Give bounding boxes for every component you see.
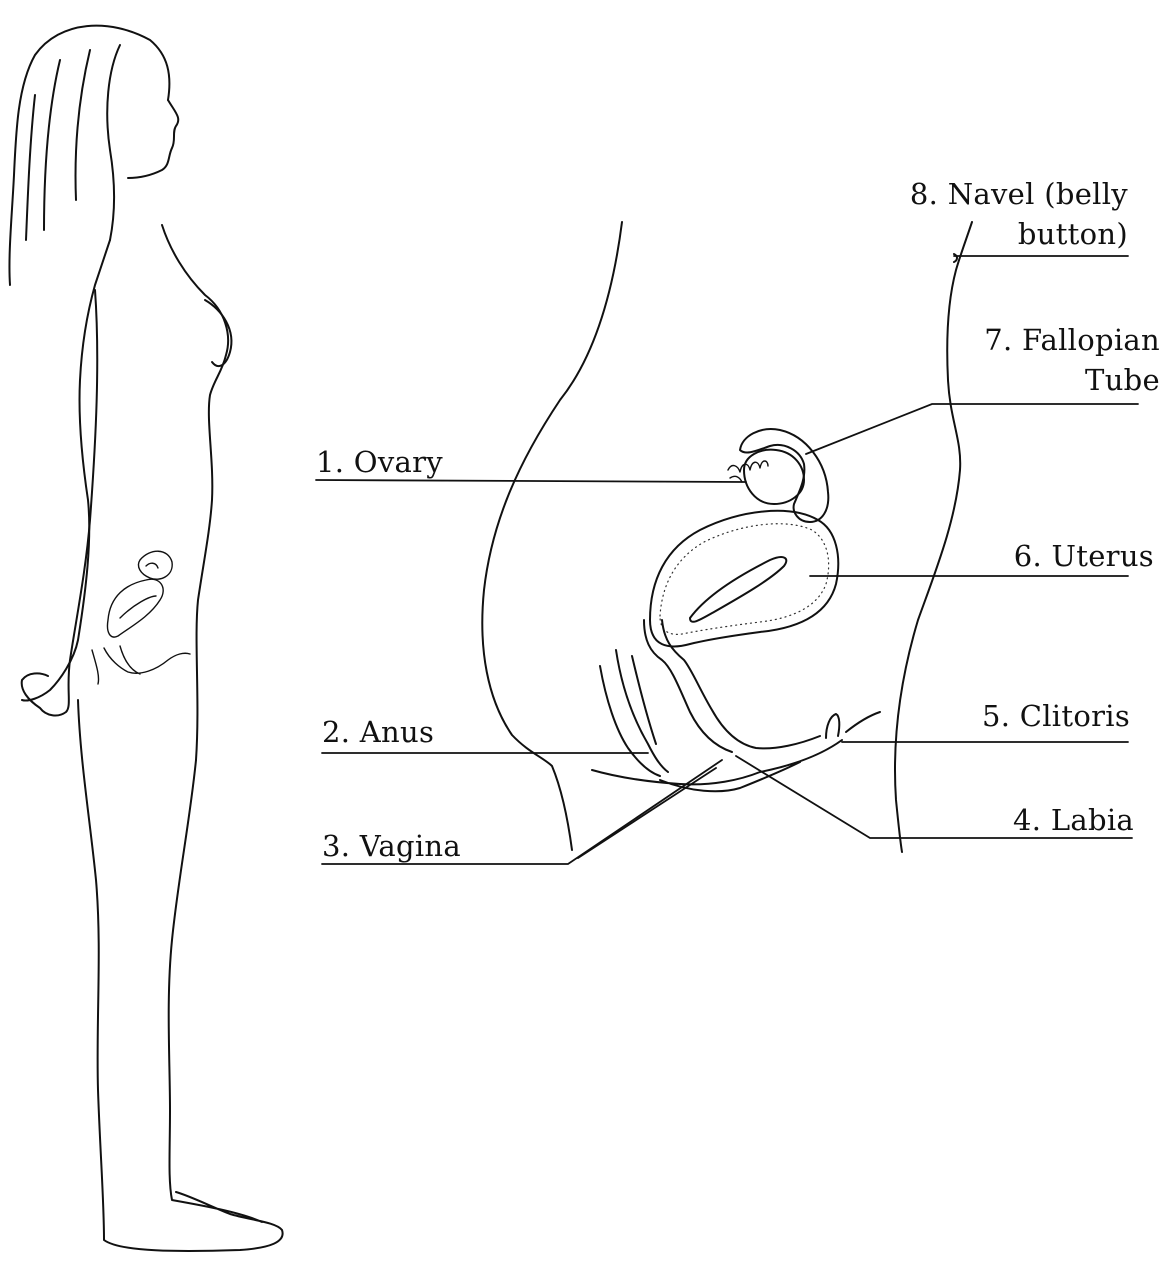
section-uterus-cavity <box>690 557 786 622</box>
figure-front <box>162 225 228 760</box>
leader-fallopian <box>806 404 1138 454</box>
figure-arm <box>22 290 98 715</box>
label-navel-line2: button) <box>1018 217 1128 251</box>
label-ovary: 1. Ovary <box>316 445 443 479</box>
section-clitoris <box>826 712 880 738</box>
section-front-outline <box>895 222 972 852</box>
label-navel-line1: 8. Navel (belly <box>910 177 1128 211</box>
figure-legs <box>78 700 283 1251</box>
figure-organ-icon <box>92 551 190 684</box>
label-labia: 4. Labia <box>1013 803 1134 837</box>
section-labia <box>592 740 842 791</box>
section-fallopian-tube <box>740 429 828 522</box>
label-vagina: 3. Vagina <box>322 829 461 863</box>
section-fimbriae <box>728 461 768 482</box>
label-uterus: 6. Uterus <box>1014 539 1154 573</box>
cross-section-diagram: 8. Navel (belly button) 7. Fallopian Tub… <box>316 177 1160 864</box>
section-rectum <box>600 650 668 776</box>
figure-hair <box>9 26 169 285</box>
leader-ovary <box>316 480 746 482</box>
standing-figure <box>9 26 282 1251</box>
section-ovary <box>744 450 804 504</box>
section-back-outline <box>482 222 622 850</box>
label-fallopian-line1: 7. Fallopian <box>984 323 1160 357</box>
label-fallopian-line2: Tube <box>1085 363 1160 397</box>
section-vaginal-canal <box>644 620 820 752</box>
label-clitoris: 5. Clitoris <box>982 699 1130 733</box>
figure-face <box>128 100 178 178</box>
label-anus: 2. Anus <box>322 715 434 749</box>
section-uterus <box>650 511 838 647</box>
